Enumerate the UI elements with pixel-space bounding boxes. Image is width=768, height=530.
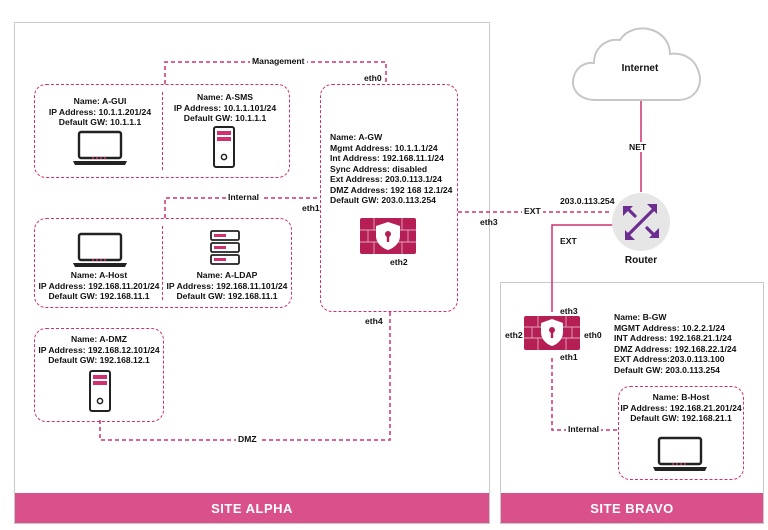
a-gw-sync: Sync Address: disabled <box>330 163 428 174</box>
laptop-icon <box>73 232 127 267</box>
net-network-label: NET <box>627 142 649 152</box>
a-dmz-ip: IP Address: 192.168.12.101/24 <box>38 344 160 355</box>
a-gw-dmz: DMZ Address: 192 168 12.1/24 <box>330 184 453 195</box>
a-gui-gw: Default GW: 10.1.1.1 <box>58 117 142 127</box>
internal-a-divider <box>162 226 163 300</box>
dmz-group <box>34 328 164 422</box>
a-gw-info: Name: A-GW Mgmt Address: 10.1.1.1/24 Int… <box>330 132 452 206</box>
a-gw-name: Name: A-GW <box>330 132 383 142</box>
internal-b-link <box>551 358 618 431</box>
a-gw-eth4-label: eth4 <box>365 316 383 326</box>
management-network-label: Management <box>250 56 307 66</box>
b-gw-int: INT Address: 192.168.21.1/24 <box>614 333 732 343</box>
internal-b-network-label: Internal <box>566 424 602 434</box>
b-gw-ext: EXT Address:203.0.113.100 <box>614 354 725 364</box>
a-gw-box <box>320 84 458 312</box>
b-gw-default-gw: Default GW: 203.0.113.254 <box>614 364 720 375</box>
a-sms-name: Name: A-SMS <box>196 92 254 102</box>
b-host-gw: Default GW: 192.168.21.1 <box>630 413 732 423</box>
site-bravo-band: SITE BRAVO <box>501 493 763 523</box>
firewall-icon <box>524 316 580 350</box>
internet-label: Internet <box>621 63 659 74</box>
server-tower-icon <box>213 126 235 168</box>
b-host-info: Name: B-Host IP Address: 192.168.21.201/… <box>616 392 746 424</box>
router-icon <box>612 193 670 251</box>
b-gw-eth2-label: eth2 <box>505 330 523 340</box>
a-ldap-name: Name: A-LDAP <box>196 270 258 280</box>
b-gw-eth0-label: eth0 <box>584 330 602 340</box>
b-host-ip: IP Address: 192.168.21.201/24 <box>620 402 742 413</box>
b-gw-eth1-label: eth1 <box>560 352 578 362</box>
server-tower-icon <box>89 370 111 412</box>
internal-a-network-label: Internal <box>226 192 262 202</box>
firewall-icon <box>360 218 416 254</box>
a-host-gw: Default GW: 192.168.11.1 <box>48 291 150 301</box>
internal-a-group <box>34 218 292 308</box>
router-ip: 203.0.113.254 <box>560 196 615 206</box>
server-rack-icon <box>210 230 240 265</box>
b-gw-name: Name: B-GW <box>614 312 667 322</box>
site-alpha-label: SITE ALPHA <box>211 500 293 516</box>
management-divider <box>162 92 163 170</box>
a-dmz-name: Name: A-DMZ <box>70 334 128 344</box>
a-ldap-gw: Default GW: 192.168.11.1 <box>176 291 278 301</box>
b-gw-dmz: DMZ Address: 192.168.22.1/24 <box>614 343 737 354</box>
b-gw-mgmt: MGMT Address: 10.2.2.1/24 <box>614 322 725 333</box>
b-gw-eth3-label: eth3 <box>560 306 578 316</box>
a-gw-ext: Ext Address: 203.0.113.1/24 <box>330 174 442 184</box>
a-gw-eth3-label: eth3 <box>480 217 498 227</box>
site-bravo-label: SITE BRAVO <box>590 500 674 516</box>
a-gui-info: Name: A-GUI IP Address: 10.1.1.201/24 De… <box>38 96 162 128</box>
dmz-network-label: DMZ <box>236 434 259 444</box>
a-host-info: Name: A-Host IP Address: 192.168.11.201/… <box>36 270 162 302</box>
a-gw-default-gw: Default GW: 203.0.113.254 <box>330 195 436 205</box>
router-label: Router <box>624 255 658 266</box>
a-dmz-gw: Default GW: 192.168.12.1 <box>48 355 150 365</box>
a-host-name: Name: A-Host <box>70 270 128 280</box>
management-link <box>164 61 387 84</box>
a-gui-ip: IP Address: 10.1.1.201/24 <box>48 106 152 117</box>
a-gw-eth2-label: eth2 <box>390 257 408 267</box>
b-host-name: Name: B-Host <box>652 392 710 402</box>
ext-b-link <box>551 224 620 312</box>
a-dmz-info: Name: A-DMZ IP Address: 192.168.12.101/2… <box>34 334 164 366</box>
a-ldap-info: Name: A-LDAP IP Address: 192.168.11.101/… <box>164 270 290 302</box>
laptop-icon <box>73 130 127 165</box>
a-gw-int: Int Address: 192.168.11.1/24 <box>330 153 444 163</box>
a-sms-info: Name: A-SMS IP Address: 10.1.1.101/24 De… <box>166 92 284 124</box>
cloud-icon <box>572 27 701 101</box>
a-ldap-ip: IP Address: 192.168.11.101/24 <box>166 280 288 291</box>
a-gw-eth1-label: eth1 <box>302 203 320 213</box>
ext-b-network-label: EXT <box>558 236 579 246</box>
b-host-group <box>618 386 744 480</box>
ext-network-label: EXT <box>522 206 543 216</box>
laptop-icon <box>653 436 707 471</box>
b-gw-info: Name: B-GW MGMT Address: 10.2.2.1/24 INT… <box>614 312 736 375</box>
a-host-ip: IP Address: 192.168.11.201/24 <box>38 280 160 291</box>
a-gw-mgmt: Mgmt Address: 10.1.1.1/24 <box>330 142 438 153</box>
a-gui-name: Name: A-GUI <box>73 96 127 106</box>
a-gw-eth0-label: eth0 <box>364 73 382 83</box>
management-group <box>34 84 290 178</box>
a-sms-ip: IP Address: 10.1.1.101/24 <box>173 102 277 113</box>
site-alpha-band: SITE ALPHA <box>15 493 489 523</box>
a-sms-gw: Default GW: 10.1.1.1 <box>183 113 267 123</box>
